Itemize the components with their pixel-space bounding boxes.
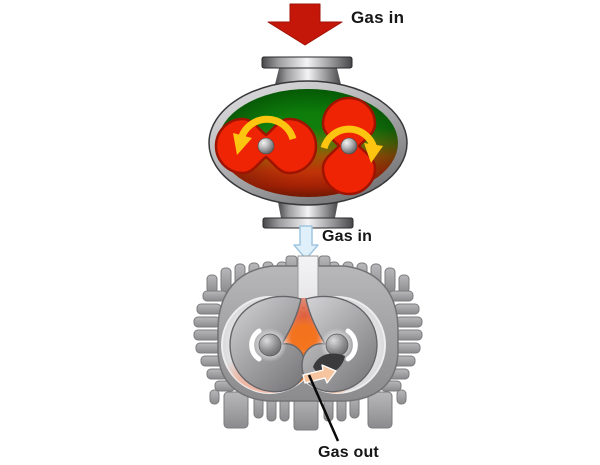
stage2-claw-pump bbox=[193, 255, 423, 431]
gas-in-mid-arrow-icon bbox=[293, 225, 319, 260]
ccw-rotation-arrow-icon bbox=[233, 115, 297, 155]
stage2-left-hub bbox=[258, 333, 282, 357]
cw-rotation-arrow-icon bbox=[320, 125, 383, 163]
stage2-right-hub bbox=[325, 333, 349, 357]
gas-out-label: Gas out bbox=[318, 444, 379, 461]
stage1-left-hub bbox=[257, 137, 275, 155]
gas-out-pointer-line bbox=[307, 374, 340, 442]
left-rotation-crescent-icon bbox=[249, 328, 262, 362]
stage1-right-hub bbox=[340, 137, 358, 155]
exhaust-port bbox=[313, 353, 345, 374]
gas-in-mid-label: Gas in bbox=[322, 228, 372, 245]
gas-in-top-arrow-icon bbox=[267, 3, 343, 46]
right-rotation-crescent-icon bbox=[345, 328, 358, 362]
stage1-top-flange bbox=[261, 56, 353, 69]
stage1-roots-pump bbox=[208, 56, 408, 229]
gas-in-top-label: Gas in bbox=[351, 8, 404, 27]
